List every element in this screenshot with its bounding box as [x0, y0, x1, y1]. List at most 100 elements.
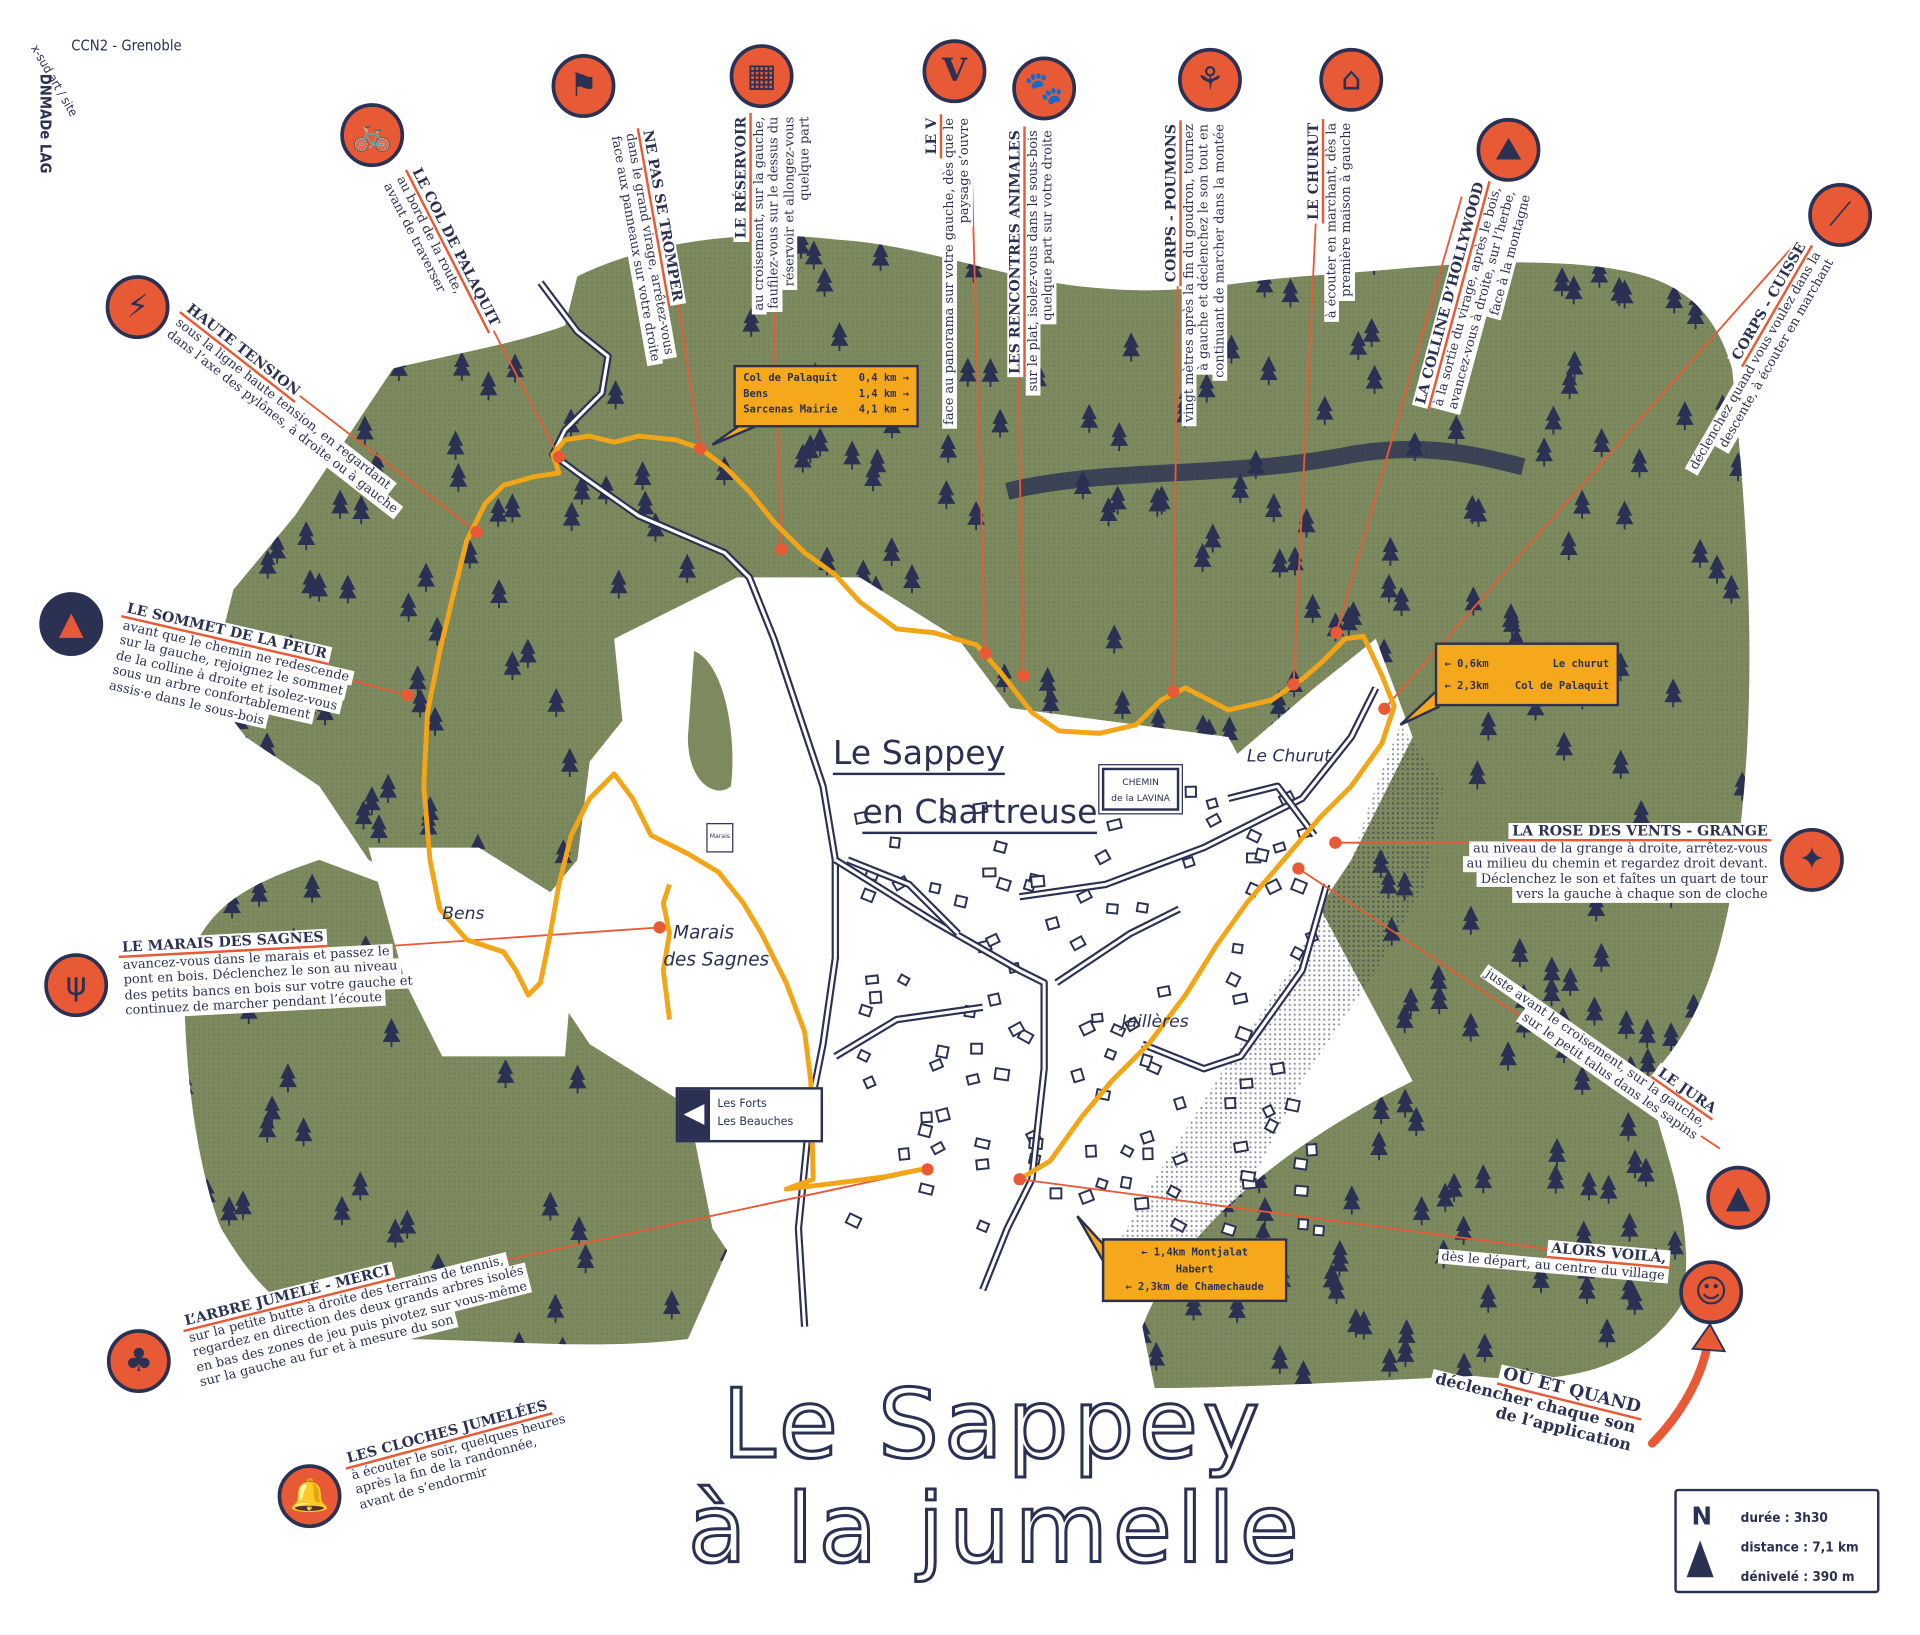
sign-line: Les Beauches — [717, 1116, 794, 1129]
pine-tree-icon — [184, 561, 203, 591]
stop-description-line: paysage s’ouvre — [956, 114, 973, 228]
pine-tree-icon — [263, 1095, 282, 1125]
sound-point-marker[interactable] — [1330, 626, 1343, 639]
distance: distance : 7,1 km — [1740, 1539, 1859, 1556]
sound-point-marker[interactable] — [775, 542, 788, 556]
house-marker — [1094, 848, 1112, 866]
pine-tree-icon — [399, 592, 418, 622]
pine-tree-icon — [871, 241, 890, 271]
sign-destination: Col de Palaquit — [1514, 680, 1610, 693]
sound-point-marker[interactable] — [979, 647, 992, 660]
sound-point-marker[interactable] — [552, 450, 566, 464]
stop-description-line: vingt mètres après la fin du goudron, to… — [1181, 120, 1197, 426]
house-marker — [1165, 1184, 1182, 1200]
start-arrow-head — [1691, 1322, 1727, 1353]
pine-tree-icon — [335, 242, 354, 272]
pine-tree-icon — [1461, 905, 1480, 935]
house-marker — [1312, 1224, 1325, 1237]
pine-tree-icon — [185, 263, 204, 293]
sign-chemin-lavina: CHEMIN de la LAVINA — [1098, 764, 1183, 815]
pine-tree-icon — [1573, 489, 1592, 519]
bicycle-icon: 🚲 — [340, 103, 405, 168]
forest-icon: ▲ — [1706, 1165, 1771, 1230]
pine-tree-icon — [1463, 494, 1482, 524]
pine-tree-icon — [1429, 965, 1448, 995]
sign-pointers — [711, 422, 1441, 1266]
sound-point-marker[interactable] — [1378, 702, 1391, 715]
pine-tree-icon — [449, 462, 468, 492]
sign-destination: Col de Palaquit — [743, 372, 838, 385]
pine-tree-icon — [228, 859, 247, 889]
sign-line: CHEMIN — [1122, 776, 1159, 788]
sound-point-marker[interactable] — [1017, 669, 1030, 682]
pine-tree-icon — [830, 321, 849, 352]
pine-tree-icon — [382, 1018, 401, 1048]
house-marker — [1007, 1020, 1026, 1038]
house-marker — [935, 1044, 950, 1060]
stop-title: LA ROSE DES VENTS - GRANGE — [1508, 823, 1772, 841]
stop-description-line: à gauche et déclenchez le son tout en — [1196, 120, 1212, 375]
house-marker — [995, 876, 1013, 892]
stop-title: LE V — [923, 114, 942, 159]
sound-point-marker[interactable] — [1013, 1173, 1026, 1186]
sound-point-marker[interactable] — [401, 689, 414, 702]
sign-montjalat: ← 1,4km Montjalat Habert ← 2,3km de Cham… — [1101, 1238, 1288, 1303]
poster-title-line2: à la jumelle — [686, 1473, 1304, 1587]
sound-point-marker[interactable] — [1287, 678, 1300, 691]
pine-tree-icon — [1599, 1174, 1618, 1204]
tree-icon: ♣ — [106, 1329, 171, 1394]
house-marker — [1090, 1012, 1104, 1024]
pine-tree-icon — [1289, 1115, 1308, 1145]
marais-trail-branch — [660, 883, 672, 1020]
pine-tree-icon — [1548, 1137, 1566, 1168]
pine-tree-icon — [308, 328, 327, 358]
house-marker — [973, 1137, 991, 1150]
pine-tree-icon — [991, 408, 1010, 438]
pine-tree-icon — [417, 562, 435, 592]
pine-tree-icon — [258, 1113, 277, 1143]
pine-tree-icon — [1129, 255, 1148, 285]
pine-tree-icon — [1270, 1344, 1289, 1374]
sound-point-marker[interactable] — [1329, 836, 1342, 849]
pine-tree-icon — [1152, 485, 1171, 515]
pine-tree-icon — [1530, 235, 1549, 262]
sound-point-marker[interactable] — [921, 1163, 934, 1176]
pine-tree-icon — [1756, 474, 1771, 501]
pine-tree-icon — [1619, 1112, 1638, 1142]
stop-description-line: quelque part sur votre droite — [1040, 126, 1056, 325]
pine-tree-icon — [811, 427, 830, 457]
reservoir-icon: ▦ — [729, 44, 794, 109]
pine-tree-icon — [609, 569, 628, 599]
pine-tree-icon — [489, 250, 508, 280]
house-marker — [1292, 1157, 1309, 1171]
pine-tree-icon — [368, 319, 387, 349]
sound-point-marker[interactable] — [1166, 685, 1180, 698]
pine-tree-icon — [1592, 428, 1611, 458]
pine-tree-icon — [1346, 1308, 1365, 1338]
stop-title: LE CHURUT — [1305, 119, 1324, 224]
pine-tree-icon — [1428, 235, 1447, 256]
house-marker — [987, 992, 1002, 1007]
sound-point-marker[interactable] — [653, 921, 666, 934]
sound-point-marker[interactable] — [694, 442, 707, 455]
pine-tree-icon — [303, 873, 322, 903]
sound-point-marker[interactable] — [1292, 862, 1305, 875]
house-marker — [1069, 934, 1087, 952]
sign-marais: Marais — [706, 823, 734, 853]
pine-tree-icon — [452, 351, 471, 381]
sound-point-marker[interactable] — [470, 525, 483, 539]
house-marker — [953, 894, 969, 909]
pylon-icon: ⚡ — [105, 275, 170, 340]
pine-tree-icon — [1461, 1012, 1480, 1042]
stop-description-line: Déclenchez le son et faîtes un quart de … — [1477, 871, 1772, 887]
pine-tree-icon — [237, 735, 256, 765]
pine-tree-icon — [338, 574, 357, 604]
bell-icon: 🔔 — [277, 1464, 342, 1529]
sign-destination: Bens — [743, 388, 769, 401]
sign-destination: Le churut — [1552, 658, 1610, 671]
pine-tree-icon — [1573, 1065, 1592, 1095]
pine-tree-icon — [980, 235, 999, 260]
house-marker — [858, 1003, 874, 1018]
